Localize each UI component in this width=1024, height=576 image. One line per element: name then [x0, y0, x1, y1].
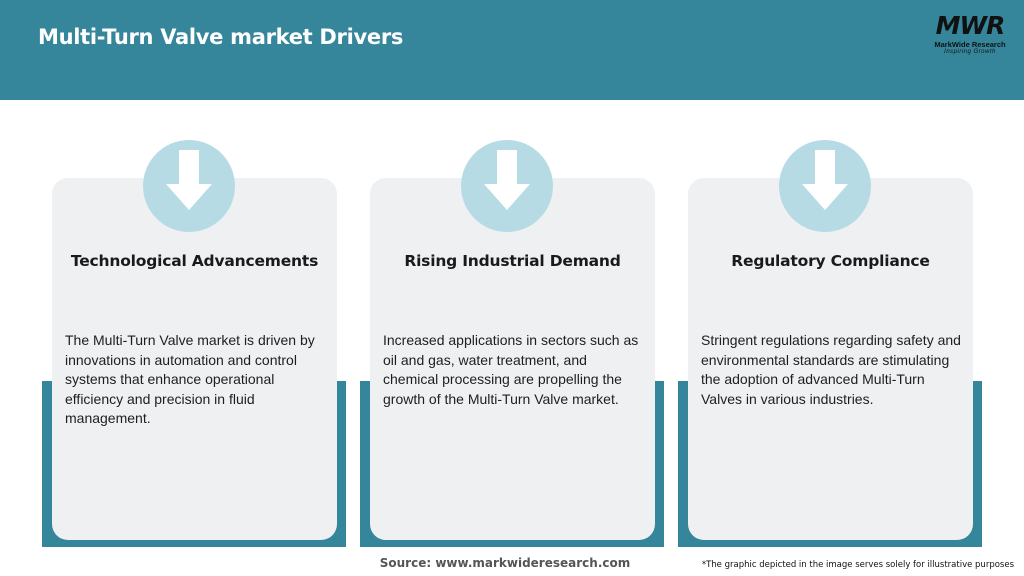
- driver-card-2: Rising Industrial Demand Increased appli…: [360, 140, 664, 548]
- down-arrow-icon: [802, 150, 848, 210]
- icon-circle: [779, 140, 871, 232]
- logo-mark: MWR: [935, 11, 1006, 40]
- card-panel: [370, 178, 655, 540]
- down-arrow-icon: [484, 150, 530, 210]
- source-text: Source: www.markwideresearch.com: [379, 556, 631, 570]
- header-banner: Multi-Turn Valve market Drivers MWR Mark…: [0, 0, 1024, 100]
- card-description: Increased applications in sectors such a…: [383, 332, 639, 407]
- card-panel: [688, 178, 973, 540]
- icon-circle: [143, 140, 235, 232]
- driver-card-1: Technological Advancements The Multi-Tur…: [42, 140, 346, 548]
- card-title: Rising Industrial Demand: [404, 252, 621, 270]
- card-description: The Multi-Turn Valve market is driven by…: [65, 332, 315, 426]
- card-description: Stringent regulations regarding safety a…: [701, 332, 961, 407]
- source-credit: Source: www.markwideresearch.com: [0, 556, 1010, 570]
- page-title: Multi-Turn Valve market Drivers: [38, 25, 404, 49]
- driver-card-3: Regulatory Compliance Stringent regulati…: [678, 140, 982, 548]
- disclaimer-note: *The graphic depicted in the image serve…: [701, 560, 1014, 570]
- card-title: Technological Advancements: [70, 252, 319, 270]
- down-arrow-icon: [166, 150, 212, 210]
- card-panel: [52, 178, 337, 540]
- logo-name: MarkWide Research: [934, 40, 1006, 49]
- logo-tagline: Inspiring Growth: [944, 49, 996, 55]
- icon-circle: [461, 140, 553, 232]
- markwide-logo: MWR MarkWide Research Inspiring Growth: [924, 12, 1016, 58]
- card-title: Regulatory Compliance: [731, 252, 930, 270]
